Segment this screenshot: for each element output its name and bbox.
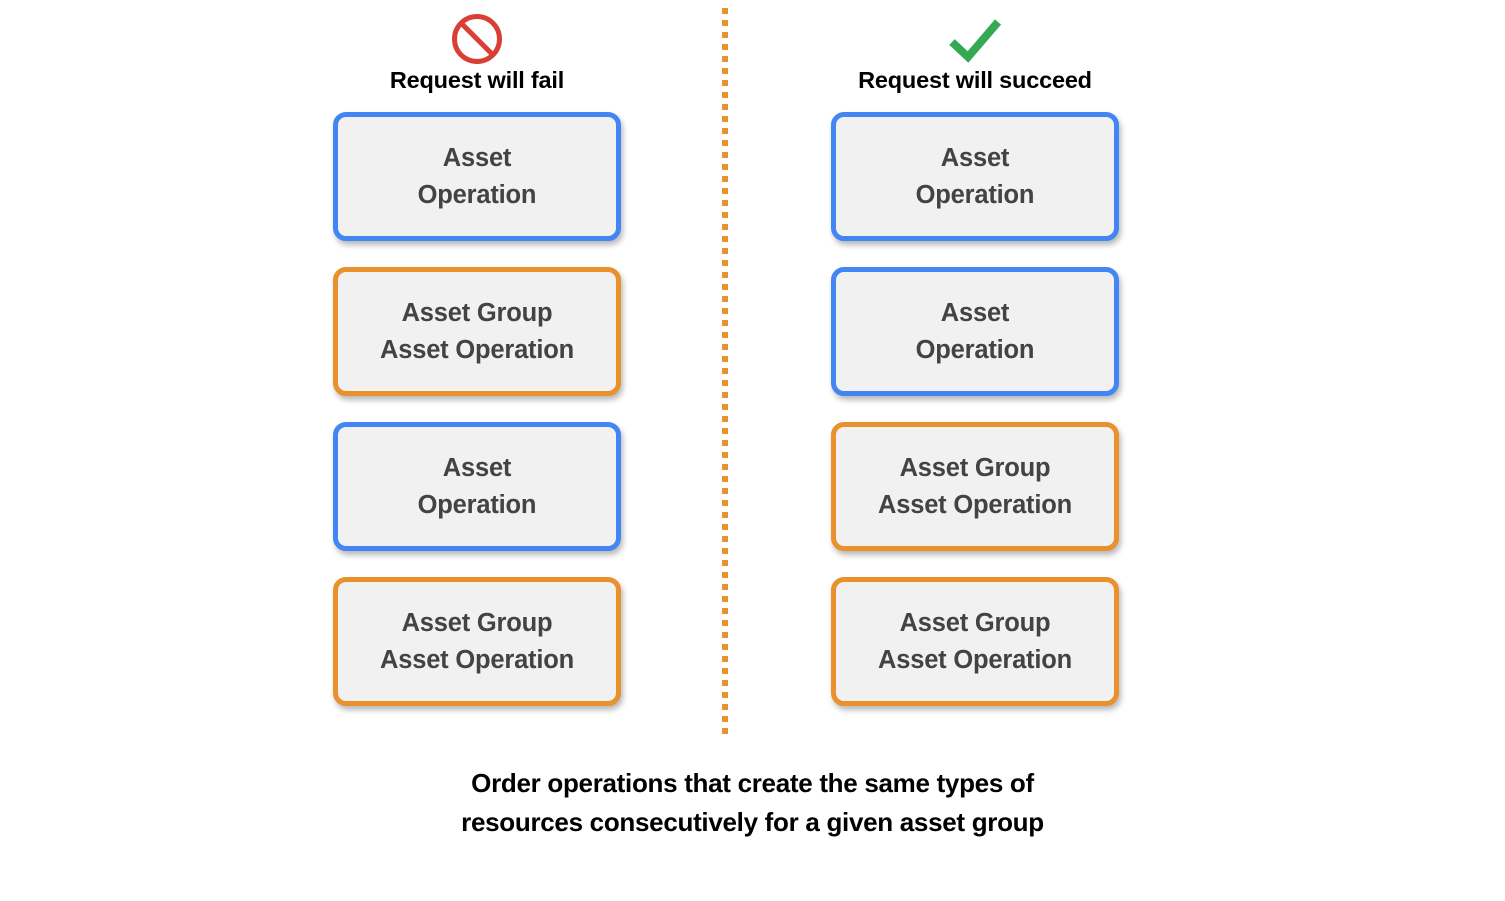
- operation-box[interactable]: Asset Operation: [333, 422, 621, 551]
- box-stack-fail: Asset Operation Asset Group Asset Operat…: [333, 112, 621, 732]
- operation-box-label: Asset Group Asset Operation: [878, 454, 1072, 519]
- operation-box-label: Asset Group Asset Operation: [878, 609, 1072, 674]
- operation-box[interactable]: Asset Group Asset Operation: [831, 422, 1119, 551]
- box-stack-succeed: Asset Operation Asset Operation Asset Gr…: [831, 112, 1119, 732]
- operation-box-label: Asset Operation: [417, 144, 537, 209]
- operation-box[interactable]: Asset Operation: [831, 267, 1119, 396]
- operation-box[interactable]: Asset Operation: [333, 112, 621, 241]
- diagram-caption: Order operations that create the same ty…: [461, 768, 1044, 837]
- check-icon: [825, 10, 1125, 68]
- operation-box[interactable]: Asset Group Asset Operation: [333, 577, 621, 706]
- column-title-succeed: Request will succeed: [858, 67, 1092, 93]
- operation-box-label: Asset Operation: [915, 299, 1035, 364]
- operation-box-label: Asset Operation: [417, 454, 537, 519]
- operation-box[interactable]: Asset Operation: [831, 112, 1119, 241]
- operation-box-label: Asset Group Asset Operation: [380, 609, 574, 674]
- operation-box[interactable]: Asset Group Asset Operation: [333, 267, 621, 396]
- vertical-dotted-divider: [722, 8, 728, 737]
- column-title-fail: Request will fail: [389, 67, 565, 93]
- operation-box-label: Asset Group Asset Operation: [380, 299, 574, 364]
- operation-box-label: Asset Operation: [915, 144, 1035, 209]
- column-header-succeed: Request will succeed: [825, 10, 1125, 94]
- column-header-fail: Request will fail: [327, 10, 627, 94]
- column-request-will-succeed: Request will succeed Asset Operation Ass…: [825, 0, 1125, 760]
- column-request-will-fail: Request will fail Asset Operation Asset …: [327, 0, 627, 760]
- prohibition-icon: [327, 10, 627, 68]
- operation-box[interactable]: Asset Group Asset Operation: [831, 577, 1119, 706]
